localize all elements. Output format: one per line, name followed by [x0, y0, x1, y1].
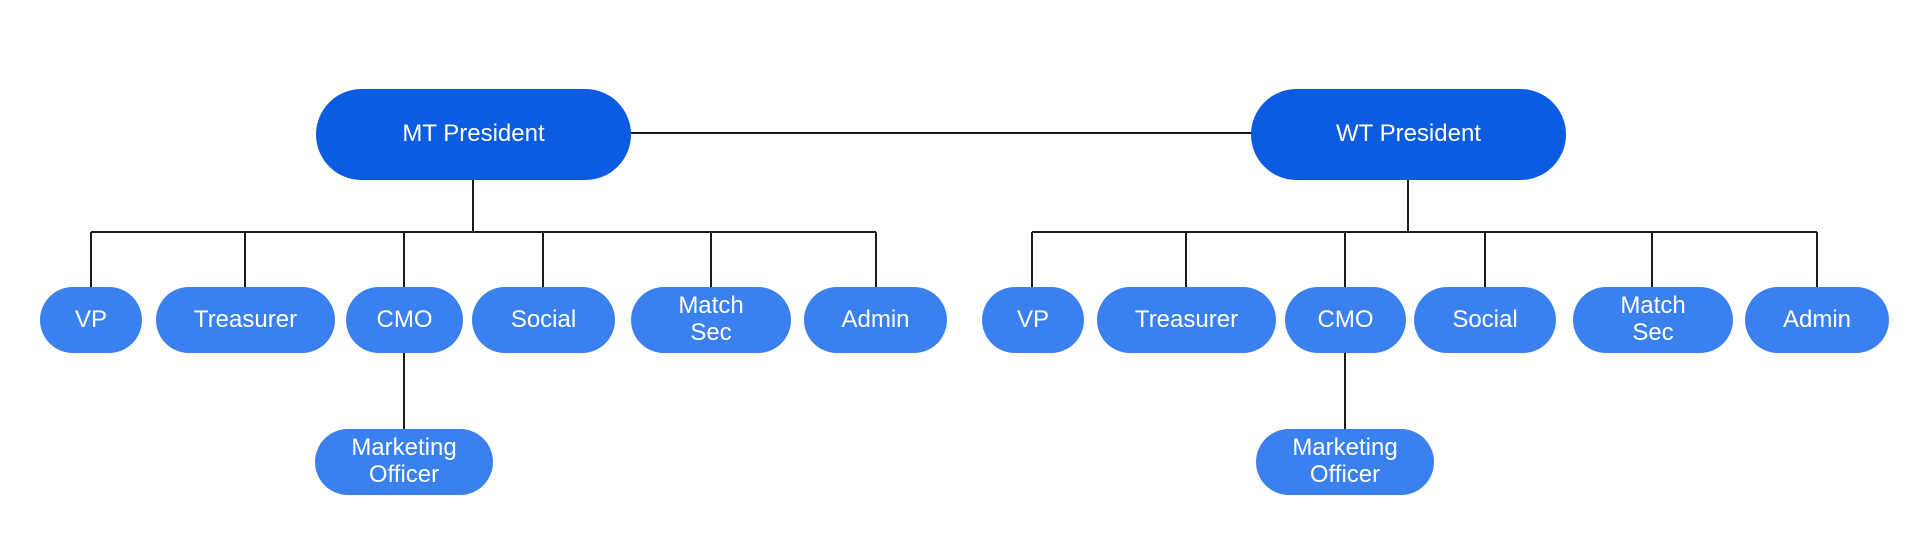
right-matchsec-node: Match Sec [1573, 287, 1733, 353]
left-treasurer-label: Treasurer [193, 305, 298, 333]
left-marketing-officer-node: Marketing Officer [315, 429, 493, 495]
left-social-node: Social [472, 287, 615, 353]
right-social-label: Social [1452, 305, 1518, 333]
right-vp-node: VP [982, 287, 1084, 353]
left-cmo-label: CMO [376, 305, 433, 333]
right-marketing-officer-node: Marketing Officer [1256, 429, 1434, 495]
right-admin-node: Admin [1745, 287, 1889, 353]
left-treasurer-node: Treasurer [156, 287, 335, 353]
right-social-node: Social [1414, 287, 1556, 353]
wt-president-label: WT President [1336, 120, 1481, 148]
right-matchsec-label: Match Sec [1620, 292, 1686, 346]
wt-president-node: WT President [1251, 89, 1566, 180]
right-treasurer-node: Treasurer [1097, 287, 1276, 353]
right-treasurer-label: Treasurer [1134, 305, 1239, 333]
right-cmo-node: CMO [1285, 287, 1406, 353]
right-admin-label: Admin [1782, 305, 1852, 333]
mt-president-node: MT President [316, 89, 631, 180]
left-cmo-node: CMO [346, 287, 463, 353]
left-matchsec-label: Match Sec [678, 292, 744, 346]
right-cmo-label: CMO [1317, 305, 1374, 333]
left-admin-node: Admin [804, 287, 947, 353]
left-vp-label: VP [74, 305, 107, 333]
left-social-label: Social [510, 305, 577, 333]
left-matchsec-node: Match Sec [631, 287, 791, 353]
mt-president-label: MT President [402, 120, 545, 148]
left-admin-label: Admin [841, 305, 910, 333]
left-vp-node: VP [40, 287, 142, 353]
right-marketing-officer-label: Marketing Officer [1292, 434, 1398, 488]
right-vp-label: VP [1016, 305, 1049, 333]
left-marketing-officer-label: Marketing Officer [351, 434, 457, 488]
